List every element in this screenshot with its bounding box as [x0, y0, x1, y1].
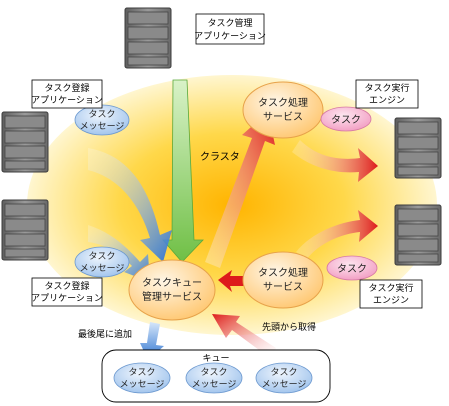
red-arrow-exec-bottom	[296, 210, 378, 260]
executor-top-box	[355, 79, 419, 109]
executor-bottom-line2: エンジン	[373, 296, 409, 306]
register-server-top-icon	[1, 111, 49, 173]
queue-message-line1: タスク	[200, 367, 227, 378]
task-badge-top	[320, 106, 372, 132]
fetch-label: 先頭から取得	[262, 321, 316, 333]
message-bottom-line1: タスク	[88, 251, 115, 262]
register-server-bottom-icon	[1, 199, 49, 261]
queue-message-line1: タスク	[270, 367, 297, 378]
queue-title: キュー	[202, 354, 229, 364]
queue-message-list: タスク メッセージ タスク メッセージ タスク メッセージ	[113, 362, 313, 394]
message-top-line1: タスク	[88, 109, 115, 120]
task-manager-app-line2: アプリケーション	[194, 31, 266, 42]
queue-manager-line1: タスクキュー	[142, 277, 202, 289]
queue-message-line2: メッセージ	[120, 379, 165, 390]
processor-top-line1: タスク処理	[258, 96, 308, 109]
task-badge-top-text: タスク	[331, 114, 361, 126]
queue-message-line2: メッセージ	[262, 379, 307, 390]
task-manager-app-box	[195, 13, 265, 45]
executor-top-line1: タスク実行	[364, 82, 409, 94]
executor-server-top-icon	[394, 117, 442, 179]
queue-message	[185, 362, 243, 394]
task-badge-bottom	[326, 255, 378, 281]
register-app-bottom-line1: タスク登録	[44, 280, 89, 292]
processor-top-service[interactable]	[242, 81, 324, 139]
cluster-label: クラスタ	[200, 151, 240, 163]
blue-arrow-top	[88, 148, 172, 262]
processor-bottom-line1: タスク処理	[258, 266, 308, 279]
red-arrow-right	[218, 270, 244, 292]
task-badge-bottom-text: タスク	[337, 263, 367, 275]
queue-message	[255, 362, 313, 394]
message-top-line2: メッセージ	[80, 121, 125, 132]
processor-top-line2: サービス	[263, 111, 303, 123]
register-app-bottom-box	[31, 277, 103, 307]
task-manager-server-icon	[124, 7, 172, 69]
executor-bottom-box	[359, 279, 423, 309]
processor-bottom-line2: サービス	[263, 281, 303, 293]
append-label: 最後尾に追加	[78, 328, 132, 340]
queue-message-line1: タスク	[128, 367, 155, 378]
task-manager-app-line1: タスク管理	[207, 17, 252, 29]
queue-manager-service[interactable]	[128, 259, 216, 321]
register-app-bottom-line2: アプリケーション	[31, 293, 103, 304]
executor-top-line2: エンジン	[369, 96, 405, 106]
green-down-arrow	[162, 79, 204, 263]
message-bottom-line2: メッセージ	[80, 263, 125, 274]
red-arrow-exec-top	[292, 140, 378, 182]
message-bottom	[74, 246, 130, 278]
queue-manager-line2: 管理サービス	[142, 290, 202, 303]
register-app-top-line2: アプリケーション	[31, 95, 103, 106]
processor-bottom-service[interactable]	[242, 251, 324, 309]
executor-server-bottom-icon	[394, 204, 442, 266]
executor-bottom-line1: タスク実行	[368, 282, 413, 294]
register-app-top-line1: タスク登録	[44, 82, 89, 94]
queue-message-line2: メッセージ	[192, 379, 237, 390]
red-arrow-up	[205, 112, 275, 268]
red-arrow-fetch	[212, 314, 276, 358]
queue-message	[113, 362, 171, 394]
register-app-top-box	[31, 79, 103, 109]
